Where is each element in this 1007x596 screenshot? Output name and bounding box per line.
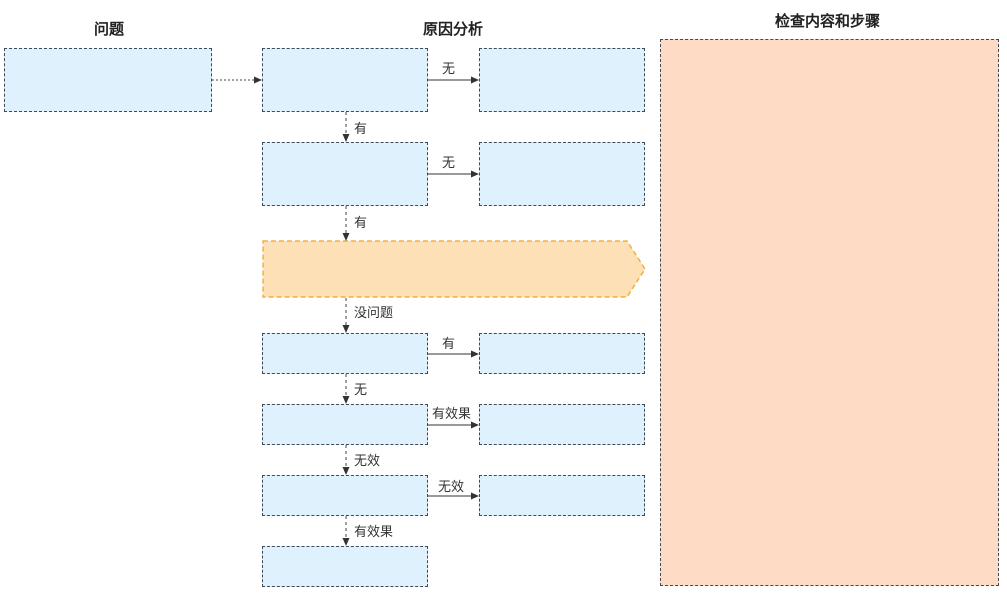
label-yes-2: 有 (354, 216, 368, 231)
cause-box-6 (262, 546, 428, 587)
outcome-box-1 (479, 48, 645, 112)
cause-box-4 (262, 404, 428, 445)
label-yes-1: 有 (354, 122, 368, 137)
label-yes-3: 有 (442, 337, 456, 352)
label-no-1: 无 (442, 62, 456, 77)
outcome-box-3 (479, 333, 645, 374)
highlight-arrow-shape (262, 240, 646, 298)
cause-box-5 (262, 475, 428, 516)
outcome-box-5 (479, 475, 645, 516)
cause-box-2 (262, 142, 428, 206)
header-check-steps: 检查内容和步骤 (775, 12, 881, 30)
label-no-2: 无 (442, 156, 456, 171)
header-cause-analysis: 原因分析 (423, 20, 484, 38)
label-no-3: 无 (354, 383, 368, 398)
cause-box-3 (262, 333, 428, 374)
outcome-box-4 (479, 404, 645, 445)
check-steps-panel (660, 39, 999, 586)
problem-box (4, 48, 212, 112)
label-ineffective-2: 无效 (438, 480, 465, 495)
outcome-box-2 (479, 142, 645, 206)
cause-box-1 (262, 48, 428, 112)
label-no-problem: 没问题 (354, 306, 394, 321)
label-ineffective-1: 无效 (354, 454, 381, 469)
header-problem: 问题 (94, 20, 125, 38)
label-effective-2: 有效果 (354, 525, 394, 540)
label-effective-1: 有效果 (432, 407, 472, 422)
